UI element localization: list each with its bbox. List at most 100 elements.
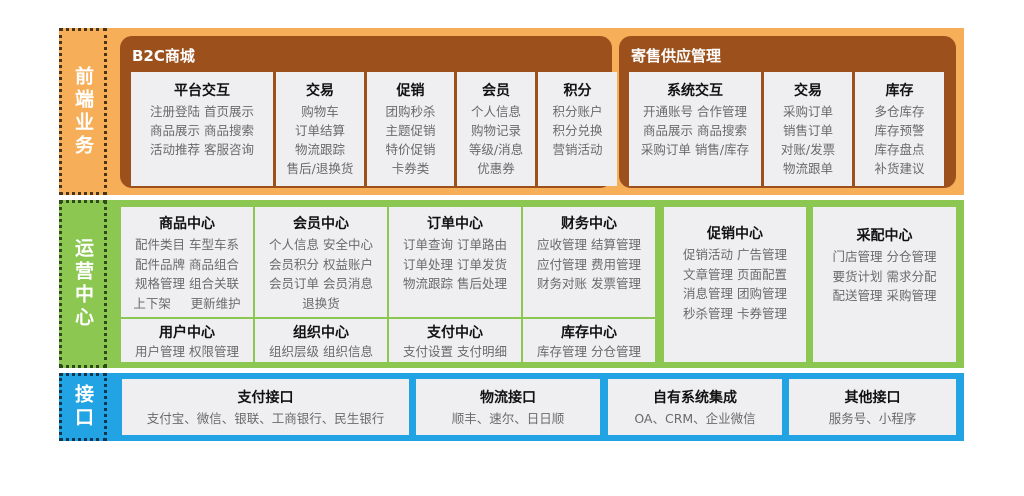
cell-title: 支付中心 (427, 325, 483, 341)
cell-item: 会员积分 权益账户 (269, 256, 373, 272)
cell-title: 财务中心 (561, 216, 617, 232)
operations-center-label: 运营中心 (59, 200, 107, 368)
cell-item: 上下架 更新维护 (133, 295, 241, 311)
module-item: 订单结算 (294, 123, 345, 138)
cell-own-system-integration: 自有系统集成 OA、CRM、企业微信 (608, 379, 782, 435)
module-inventory: 库存 多仓库存 库存预警 库存盘点 补货建议 (855, 72, 944, 186)
cell-user-center: 用户中心 用户管理 权限管理 (119, 317, 255, 364)
cell-item: 配件类目 车型车系 (135, 237, 239, 252)
module-item: 积分兑换 (552, 123, 603, 138)
module-promotion: 促销 团购秒杀 主题促销 特价促销 卡券类 (367, 72, 454, 186)
module-item: 优惠券 (477, 161, 515, 176)
cell-item: 物流跟踪 售后处理 (403, 276, 507, 291)
cell-title: 支付接口 (237, 390, 294, 406)
module-item: 积分账户 (552, 104, 603, 119)
module-title: 促销 (396, 83, 425, 99)
cell-item: 顺丰、速尔、日日顺 (451, 411, 565, 426)
module-item: 对账/发票 (780, 142, 836, 157)
cell-title: 库存中心 (561, 325, 617, 341)
cell-item: OA、CRM、企业微信 (634, 411, 756, 426)
module-item: 卡券类 (391, 161, 430, 176)
module-item: 购物车 (301, 104, 339, 119)
cell-item: 会员订单 会员消息 (269, 276, 373, 291)
module-item: 特价促销 (385, 142, 436, 157)
cell-item: 文章管理 页面配置 (683, 266, 787, 282)
module-item: 活动推荐 客服咨询 (150, 142, 254, 157)
cell-logistics-interface: 物流接口 顺丰、速尔、日日顺 (416, 379, 600, 435)
module-item: 补货建议 (874, 161, 925, 176)
cell-member-center: 会员中心 个人信息 安全中心 会员积分 权益账户 会员订单 会员消息 退换货 (253, 205, 389, 319)
module-points: 积分 积分账户 积分兑换 营销活动 (538, 72, 617, 186)
module-item: 主题促销 (385, 123, 436, 138)
module-trade: 交易 购物车 订单结算 物流跟踪 售后/退换货 (276, 72, 364, 186)
cell-item: 要货计划 需求分配 (832, 268, 937, 284)
module-item: 购物记录 (470, 123, 521, 138)
cell-title: 商品中心 (159, 216, 215, 232)
module-item: 个人信息 (470, 104, 521, 119)
module-item: 团购秒杀 (385, 104, 436, 119)
module-item: 开通账号 合作管理 (643, 104, 747, 119)
module-title: 库存 (885, 83, 914, 99)
cell-item: 应付管理 费用管理 (537, 256, 641, 272)
module-member: 会员 个人信息 购物记录 等级/消息 优惠券 (457, 72, 535, 186)
cell-organization-center: 组织中心 组织层级 组织信息 (253, 317, 389, 364)
cell-title: 会员中心 (293, 216, 349, 232)
consignment-supply-title: 寄售供应管理 (631, 47, 722, 65)
b2c-mall-group: B2C商城 平台交互 注册登陆 首页展示 商品展示 商品搜索 活动推荐 客服咨询… (120, 36, 617, 188)
cell-title: 组织中心 (293, 325, 349, 341)
b2c-mall-title: B2C商城 (132, 47, 195, 65)
interface-label: 接口 (59, 373, 107, 441)
cell-item: 订单查询 订单路由 (403, 237, 507, 252)
cell-item: 支付宝、微信、银联、工商银行、民生银行 (146, 411, 385, 426)
module-item: 采购订单 销售/库存 (640, 142, 750, 157)
module-item: 等级/消息 (468, 142, 524, 157)
cell-finance-center: 财务中心 应收管理 结算管理 应付管理 费用管理 财务对账 发票管理 (521, 205, 657, 319)
module-title: 交易 (306, 83, 334, 99)
cell-item: 财务对账 发票管理 (537, 276, 641, 291)
cell-item: 退换货 (302, 295, 340, 311)
module-supply-trade: 交易 采购订单 销售订单 对账/发票 物流跟单 (764, 72, 852, 186)
cell-title: 用户中心 (159, 325, 215, 341)
cell-title: 订单中心 (427, 216, 483, 232)
cell-item: 促销活动 广告管理 (683, 247, 787, 262)
cell-item: 组织层级 组织信息 (269, 344, 373, 359)
module-item: 库存预警 (874, 123, 925, 138)
module-item: 库存盘点 (874, 142, 925, 157)
interface-layer: 接口 支付接口 支付宝、微信、银联、工商银行、民生银行 物流接口 顺丰、速尔、日… (59, 373, 964, 441)
consignment-supply-group: 寄售供应管理 系统交互 开通账号 合作管理 商品展示 商品搜索 采购订单 销售/… (619, 36, 956, 188)
cell-item: 个人信息 安全中心 (269, 237, 373, 252)
module-system-interaction: 系统交互 开通账号 合作管理 商品展示 商品搜索 采购订单 销售/库存 (629, 72, 761, 186)
cell-promotion-center: 促销中心 促销活动 广告管理 文章管理 页面配置 消息管理 团购管理 秒杀管理 … (662, 205, 808, 364)
cell-item: 库存管理 分仓管理 (537, 344, 641, 359)
cell-item: 消息管理 团购管理 (683, 286, 787, 301)
module-item: 多仓库存 (874, 104, 925, 119)
cell-other-interface: 其他接口 服务号、小程序 (789, 379, 956, 435)
module-platform-interaction: 平台交互 注册登陆 首页展示 商品展示 商品搜索 活动推荐 客服咨询 (131, 72, 273, 186)
cell-title: 物流接口 (480, 390, 536, 406)
module-item: 物流跟单 (782, 161, 833, 176)
front-business-layer: 前端业务 B2C商城 平台交互 注册登陆 首页展示 商品展示 商品搜索 活动推荐… (59, 28, 964, 195)
cell-payment-interface: 支付接口 支付宝、微信、银联、工商银行、民生银行 (122, 379, 409, 435)
cell-item: 订单处理 订单发货 (403, 256, 507, 272)
cell-title: 其他接口 (844, 390, 901, 406)
module-item: 商品展示 商品搜索 (150, 123, 254, 138)
module-item: 物流跟踪 (294, 142, 345, 157)
cell-procurement-center: 采配中心 门店管理 分仓管理 要货计划 需求分配 配送管理 采购管理 (811, 205, 958, 364)
cell-product-center: 商品中心 配件类目 车型车系 配件品牌 商品组合 规格管理 组合关联 上下架 更… (119, 205, 255, 319)
module-title: 系统交互 (667, 83, 723, 99)
module-title: 会员 (482, 83, 510, 99)
cell-item: 用户管理 权限管理 (135, 344, 239, 359)
cell-item: 应收管理 结算管理 (537, 237, 641, 252)
front-business-label: 前端业务 (59, 28, 107, 195)
cell-item: 规格管理 组合关联 (135, 276, 239, 291)
module-title: 积分 (563, 83, 592, 99)
cell-order-center: 订单中心 订单查询 订单路由 订单处理 订单发货 物流跟踪 售后处理 (387, 205, 523, 319)
cell-title: 促销中心 (707, 226, 763, 242)
module-item: 采购订单 (782, 104, 833, 119)
cell-item: 支付设置 支付明细 (403, 344, 507, 359)
operations-center-layer: 运营中心 商品中心 配件类目 车型车系 配件品牌 商品组合 规格管理 组合关联 … (59, 200, 964, 368)
cell-item: 配送管理 采购管理 (832, 288, 937, 303)
module-title: 交易 (794, 83, 822, 99)
module-title: 平台交互 (174, 83, 230, 99)
cell-inventory-center: 库存中心 库存管理 分仓管理 (521, 317, 657, 364)
